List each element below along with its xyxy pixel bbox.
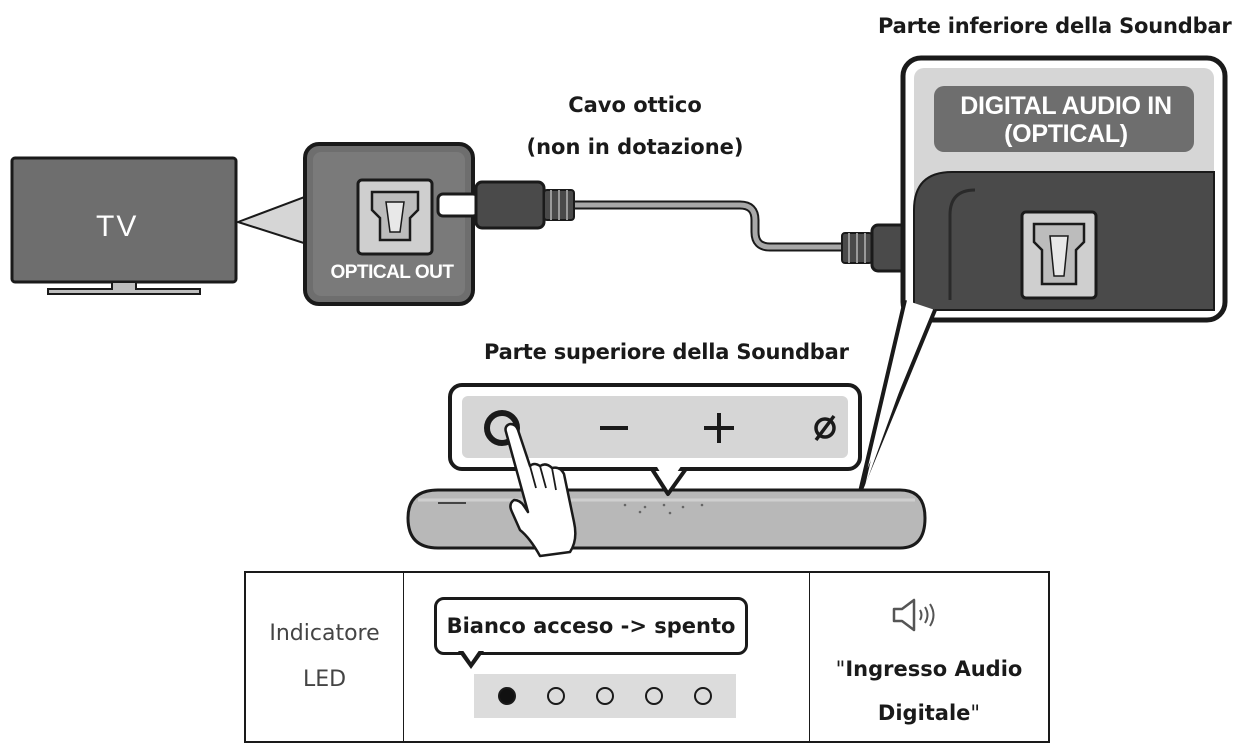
optical-cable xyxy=(436,180,980,273)
led-status-bubble: Bianco acceso -> spento xyxy=(434,597,748,655)
cable-caption-line1: Cavo ottico xyxy=(568,93,702,117)
digital-audio-in-label: DIGITAL AUDIO IN (OPTICAL) xyxy=(936,92,1196,148)
led-dot-3 xyxy=(595,687,614,705)
cable-caption-line2: (non in dotazione) xyxy=(526,135,744,159)
led-strip xyxy=(474,674,736,718)
mode-cell: "Ingresso Audio Digitale" xyxy=(810,573,1048,741)
input-mode-text: "Ingresso Audio Digitale" xyxy=(810,647,1048,735)
digital-audio-in-line1: DIGITAL AUDIO IN xyxy=(960,92,1172,120)
soundbar-top-title: Parte superiore della Soundbar xyxy=(484,340,849,364)
led-dot-1 xyxy=(497,687,516,705)
led-dot-5 xyxy=(694,687,713,705)
optical-out-label: OPTICAL OUT xyxy=(330,262,454,283)
led-dot-2 xyxy=(546,687,565,705)
quote-close: " xyxy=(970,701,981,725)
top-panel-callout xyxy=(448,383,862,496)
speaker-icon xyxy=(892,598,935,632)
led-indicator-table: Indicatore LED Bianco acceso -> spento "… xyxy=(244,571,1050,743)
plus-icon[interactable] xyxy=(704,413,734,443)
soundbar-body xyxy=(406,488,927,550)
quote-open: " xyxy=(835,657,846,681)
led-label-line2: LED xyxy=(302,667,347,692)
soundbar-bottom-inset xyxy=(900,55,1228,323)
tv-illustration xyxy=(10,156,238,295)
digital-audio-in-line2: (OPTICAL) xyxy=(1004,120,1128,148)
soundbar-bottom-title: Parte inferiore della Soundbar xyxy=(878,14,1232,38)
mode-line1: Ingresso Audio xyxy=(845,657,1023,681)
led-dot-4 xyxy=(645,687,664,705)
tv-label: TV xyxy=(96,210,139,243)
cable-caption: Cavo ottico (non in dotazione) xyxy=(520,84,750,168)
optical-out-inset xyxy=(303,142,475,306)
mute-icon[interactable] xyxy=(814,414,836,442)
hand-pointer-icon xyxy=(504,422,577,558)
tv-callout-wedge xyxy=(234,193,311,247)
led-status-cell: Bianco acceso -> spento xyxy=(404,573,810,741)
mode-line2: Digitale xyxy=(877,701,971,725)
led-label-cell: Indicatore LED xyxy=(246,573,404,741)
led-label-line1: Indicatore xyxy=(269,621,380,646)
